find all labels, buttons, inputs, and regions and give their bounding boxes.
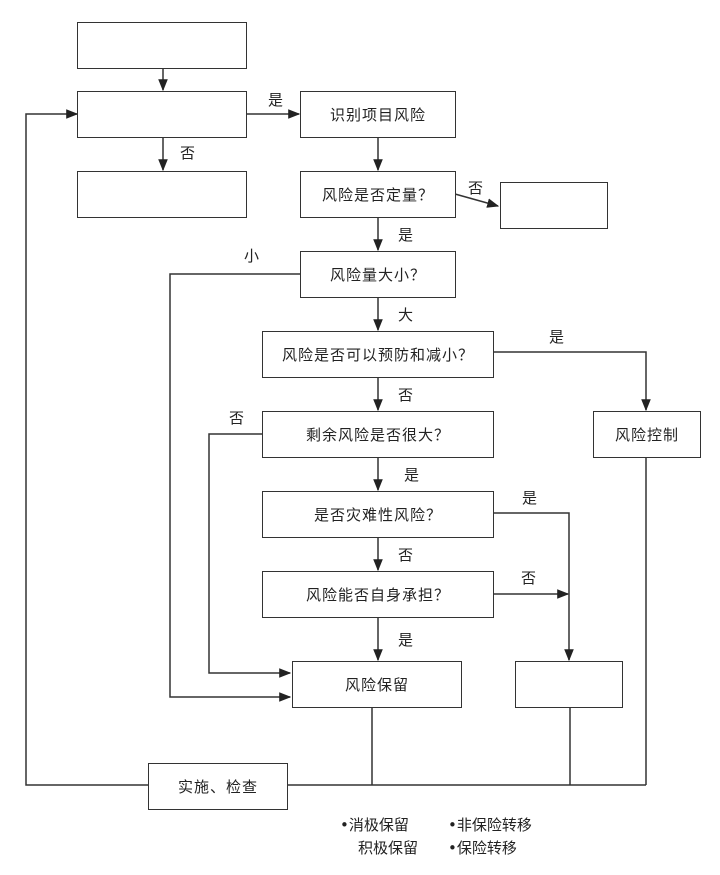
- legend-insurance-transfer: •保险转移: [448, 839, 517, 857]
- self-bear-decision-box: 风险能否自身承担？: [262, 571, 494, 618]
- edge-label-yes-self-bear: 是: [398, 631, 414, 649]
- residual-risk-decision-box: 剩余风险是否很大？: [262, 411, 494, 458]
- risk-transfer-blank-box: [515, 661, 623, 708]
- edge-label-yes-prevent: 是: [549, 328, 565, 346]
- risk-size-decision-box: 风险量大小？: [300, 251, 456, 298]
- edge-label-no-quantify: 否: [468, 179, 484, 197]
- edge-label-no-top: 否: [180, 144, 196, 162]
- edge-label-no-residual: 否: [229, 409, 245, 427]
- catastrophic-decision-box: 是否灾难性风险？: [262, 491, 494, 538]
- legend-active-retention: 积极保留: [358, 839, 419, 857]
- edge-label-yes-catastrophic: 是: [522, 489, 538, 507]
- implement-check-box: 实施、检查: [148, 763, 288, 810]
- risk-control-box: 风险控制: [593, 411, 701, 458]
- edge-label-yes-identify: 是: [268, 91, 284, 109]
- no-result-blank-box: [77, 171, 247, 218]
- edge-label-large: 大: [398, 306, 414, 324]
- edge-label-no-prevent: 否: [398, 386, 414, 404]
- edge-label-small: 小: [244, 247, 260, 265]
- edge-label-no-self-bear: 否: [521, 569, 537, 587]
- identify-risk-box: 识别项目风险: [300, 91, 456, 138]
- quantify-decision-box: 风险是否定量？: [300, 171, 456, 218]
- top-blank-box: [77, 22, 247, 69]
- risk-retention-box: 风险保留: [292, 661, 462, 708]
- legend-passive-retention: •消极保留: [340, 816, 409, 834]
- prevent-decision-box: 风险是否可以预防和减小？: [262, 331, 494, 378]
- non-quant-blank-box: [500, 182, 608, 229]
- legend-non-insurance-transfer: •非保险转移: [448, 816, 532, 834]
- decision-blank-box: [77, 91, 247, 138]
- edge-label-yes-residual: 是: [404, 466, 420, 484]
- edge-label-yes-quantify: 是: [398, 226, 414, 244]
- edge-label-no-catastrophic: 否: [398, 546, 414, 564]
